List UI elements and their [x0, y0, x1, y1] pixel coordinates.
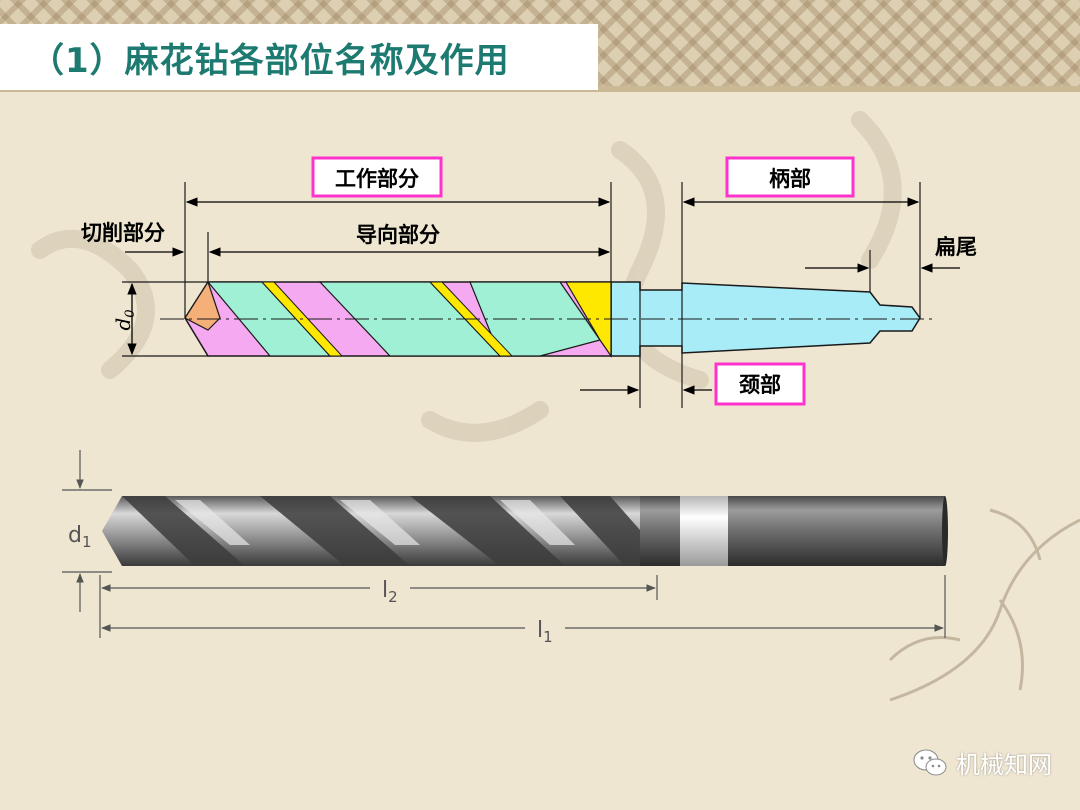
label-box: [725, 156, 855, 198]
watermark-text: 机械知网: [956, 751, 1052, 779]
label-box: [311, 156, 443, 198]
wechat-icon: [913, 749, 947, 775]
label-box: [714, 362, 806, 406]
drill-photo: [102, 496, 948, 566]
label-d1: d1: [68, 523, 92, 551]
watermark: 机械知网: [912, 745, 1052, 780]
drill-point: [184, 280, 221, 331]
label-tang: 扁尾: [935, 235, 977, 259]
plum-branch-decoration: [888, 508, 1080, 702]
label-guiding-part: 导向部分: [356, 223, 440, 247]
background-decoration: [31, 111, 902, 442]
photo-ring: [680, 496, 728, 566]
label-working-part: 工作部分: [335, 167, 419, 191]
page-title: （1）麻花钻各部位名称及作用: [30, 40, 510, 81]
label-neck: 颈部: [739, 373, 781, 397]
label-l1: l1: [537, 618, 553, 646]
label-l2: l2: [382, 578, 398, 606]
label-d0: d0: [111, 309, 138, 330]
label-cutting-part: 切削部分: [81, 221, 165, 245]
label-shank: 柄部: [769, 167, 811, 191]
title-bar: （1）麻花钻各部位名称及作用: [0, 24, 598, 90]
